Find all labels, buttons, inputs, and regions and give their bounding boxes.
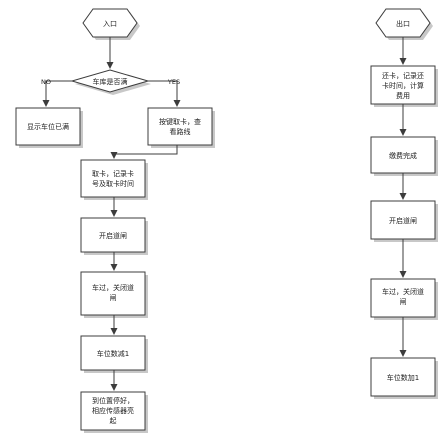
open-gate-node: 开启道闸 [80,217,148,255]
garage-full-decision-label: 车库是否满 [93,77,128,86]
lot-full-label: 显示车位已满 [27,122,69,131]
increment-spaces-label: 车位数加1 [387,373,419,382]
entrance-start-node: 入口 [82,8,140,40]
exit-car-passes-label-line-2: 闸 [400,298,407,306]
connector-no-branch [42,80,72,107]
car-passes-node: 车过，关闭道 闸 [80,271,148,318]
car-passes-label-line-1: 车过，关闭道 [92,283,134,292]
parked-sensor-node: 到位置停好， 相应传感器亮 起 [80,391,148,433]
exit-start-node: 出口 [375,8,433,40]
exit-car-passes-label-line-1: 车过，关闭道 [382,287,424,296]
take-card-label-line-1: 取卡，记录卡 [92,169,134,178]
press-button-node: 按键取卡，查 看路线 [147,107,215,148]
connector-yes-branch [148,80,181,107]
payment-complete-label: 缴费完成 [389,151,417,160]
car-passes-label-line-2: 闸 [110,294,117,302]
parked-label-line-1: 到位置停好， [92,396,134,405]
payment-complete-node: 缴费完成 [370,136,438,176]
take-card-label-line-2: 号及取卡时间 [92,179,134,188]
decrement-spaces-node: 车位数减1 [80,335,148,373]
return-card-label-line-2: 卡时间，计算 [382,81,424,90]
open-gate-label: 开启道闸 [99,231,127,240]
decrement-spaces-label: 车位数减1 [97,349,129,358]
return-card-label-line-1: 还卡，记录还 [382,71,424,80]
yes-branch-label: YES [167,78,180,86]
lot-full-node: 显示车位已满 [15,107,83,148]
garage-full-decision-node: 车库是否满 [70,69,151,95]
return-card-node: 还卡，记录还 卡时间，计算 费用 [370,65,438,107]
exit-car-passes-node: 车过，关闭道 闸 [370,278,438,320]
parked-label-line-2: 相应传感器亮 [92,406,134,415]
press-button-label-line-2: 看路线 [170,127,191,136]
entrance-start-label: 入口 [103,20,117,28]
no-branch-label: NO [41,78,51,86]
exit-open-gate-node: 开启道闸 [370,200,438,242]
increment-spaces-node: 车位数加1 [370,357,438,399]
take-card-node: 取卡，记录卡 号及取卡时间 [80,159,148,200]
return-card-label-line-3: 费用 [396,91,410,100]
exit-start-label: 出口 [396,19,410,28]
connector-press-to-take-card [110,145,178,159]
exit-open-gate-label: 开启道闸 [389,216,417,225]
parked-label-line-3: 起 [110,417,117,425]
press-button-label-line-1: 按键取卡，查 [159,117,201,126]
